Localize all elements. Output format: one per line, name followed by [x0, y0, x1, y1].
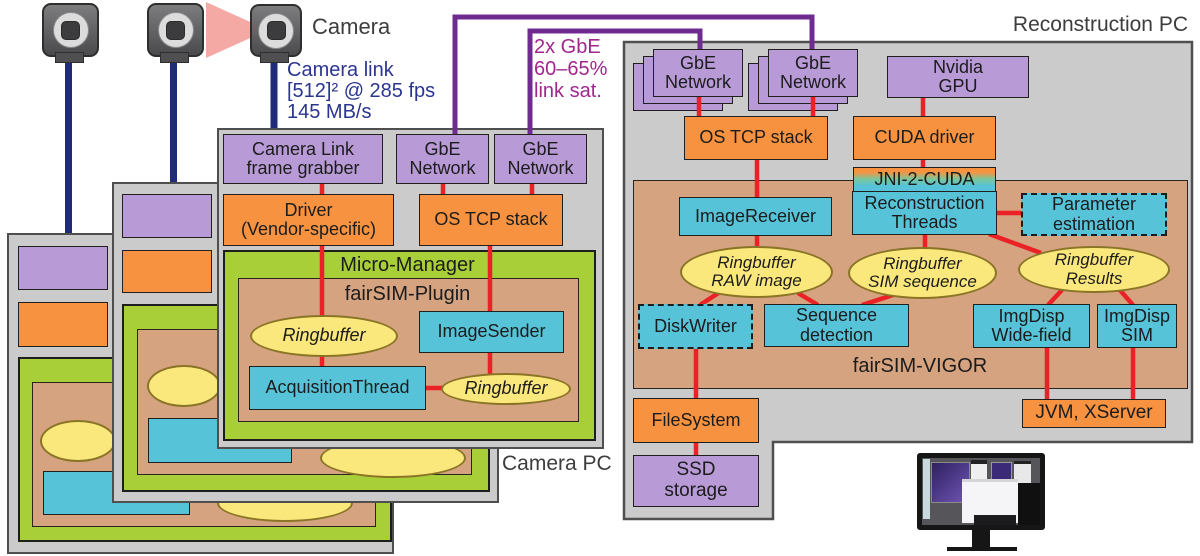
monitor-toolbar — [923, 459, 930, 519]
recon-os-tcp-stack: OS TCP stack — [684, 116, 828, 160]
camera-label: Camera — [312, 14, 391, 39]
sequence-detection-box: Sequence detection — [764, 304, 909, 347]
camera-1 — [42, 3, 99, 57]
jvm-xserver-box: JVM, XServer — [1022, 399, 1166, 428]
jni-2-cuda-box: JNI-2-CUDA — [853, 167, 996, 192]
ringbuffer-sim-ellipse: Ringbuffer SIM sequence — [848, 247, 997, 299]
camera-pc-layer1-purple-box — [18, 246, 108, 290]
camera-pc-ringbuffer-2: Ringbuffer — [441, 373, 571, 405]
camera-3-mount — [260, 52, 289, 63]
frame-grabber-box: Camera Link frame grabber — [223, 134, 383, 184]
reconstruction-pc-label: Reconstruction PC — [1012, 13, 1188, 36]
diskwriter-box: DiskWriter — [638, 304, 753, 349]
image-sender-box: ImageSender — [419, 311, 564, 353]
camera-pc-os-tcp-stack: OS TCP stack — [419, 194, 563, 246]
camera-3 — [250, 4, 302, 57]
camera-1-mount — [55, 52, 84, 63]
camera-pc-gbe-network-2: GbE Network — [494, 134, 587, 184]
recon-gbe-network-1: GbE Network — [653, 49, 743, 97]
ringbuffer-results-ellipse: Ringbuffer Results — [1018, 246, 1170, 293]
monitor-screen — [922, 458, 1040, 525]
camera-2-mount — [160, 52, 189, 63]
camera-link-annotation: Camera link [512]² @ 285 fps 145 MB/s — [287, 59, 436, 123]
camera-pc-label: Camera PC — [502, 452, 612, 475]
ssd-storage-box: SSD storage — [633, 455, 759, 507]
ringbuffer-raw-ellipse: Ringbuffer RAW image — [680, 246, 833, 298]
monitor-panel-2 — [1014, 461, 1031, 485]
imgdisp-sim-box: ImgDisp SIM — [1097, 304, 1177, 348]
recon-gbe-network-2: GbE Network — [768, 49, 858, 97]
monitor-dark-region — [1018, 483, 1040, 525]
monitor-taskbar — [974, 515, 1016, 525]
gbe-link-annotation: 2x GbE 60–65% link sat. — [534, 36, 608, 102]
camera-pc-layer2-purple-box — [122, 194, 212, 238]
parameter-estimation-box: Parameter estimation — [1021, 193, 1167, 236]
nvidia-gpu-box: Nvidia GPU — [887, 56, 1029, 98]
monitor-base — [947, 547, 1017, 551]
vendor-driver-box: Driver (Vendor-specific) — [223, 194, 394, 246]
camera-pc-gbe-network-1: GbE Network — [396, 134, 489, 184]
fairsim-vigor-label: fairSIM-VIGOR — [852, 355, 988, 377]
monitor — [917, 453, 1045, 530]
camera-2 — [147, 3, 204, 57]
imgdisp-widefield-box: ImgDisp Wide-field — [973, 304, 1090, 348]
camera-pc-ringbuffer-1: Ringbuffer — [250, 315, 398, 357]
camera-2-lens-icon — [157, 12, 194, 48]
camera-pc-layer1-orange-box — [18, 302, 108, 347]
camera-pc-layer1-ringbuffer — [40, 420, 116, 462]
filesystem-box: FileSystem — [633, 398, 759, 443]
monitor-image-window-2 — [991, 462, 1012, 480]
camera-pc-layer2-ringbuffer — [147, 365, 221, 407]
cuda-driver-box: CUDA driver — [853, 116, 996, 160]
acquisition-thread-box: AcquisitionThread — [249, 366, 426, 410]
micro-manager-label: Micro-Manager — [340, 254, 475, 276]
camera-1-lens-icon — [52, 12, 89, 48]
reconstruction-threads-box: Reconstruction Threads — [852, 191, 997, 235]
monitor-stand — [972, 530, 990, 547]
image-receiver-box: ImageReceiver — [679, 197, 832, 236]
camera-pc-layer2-orange-box — [122, 250, 212, 293]
camera-3-lens-icon — [258, 12, 294, 49]
fairsim-plugin-label: fairSIM-Plugin — [344, 283, 471, 305]
